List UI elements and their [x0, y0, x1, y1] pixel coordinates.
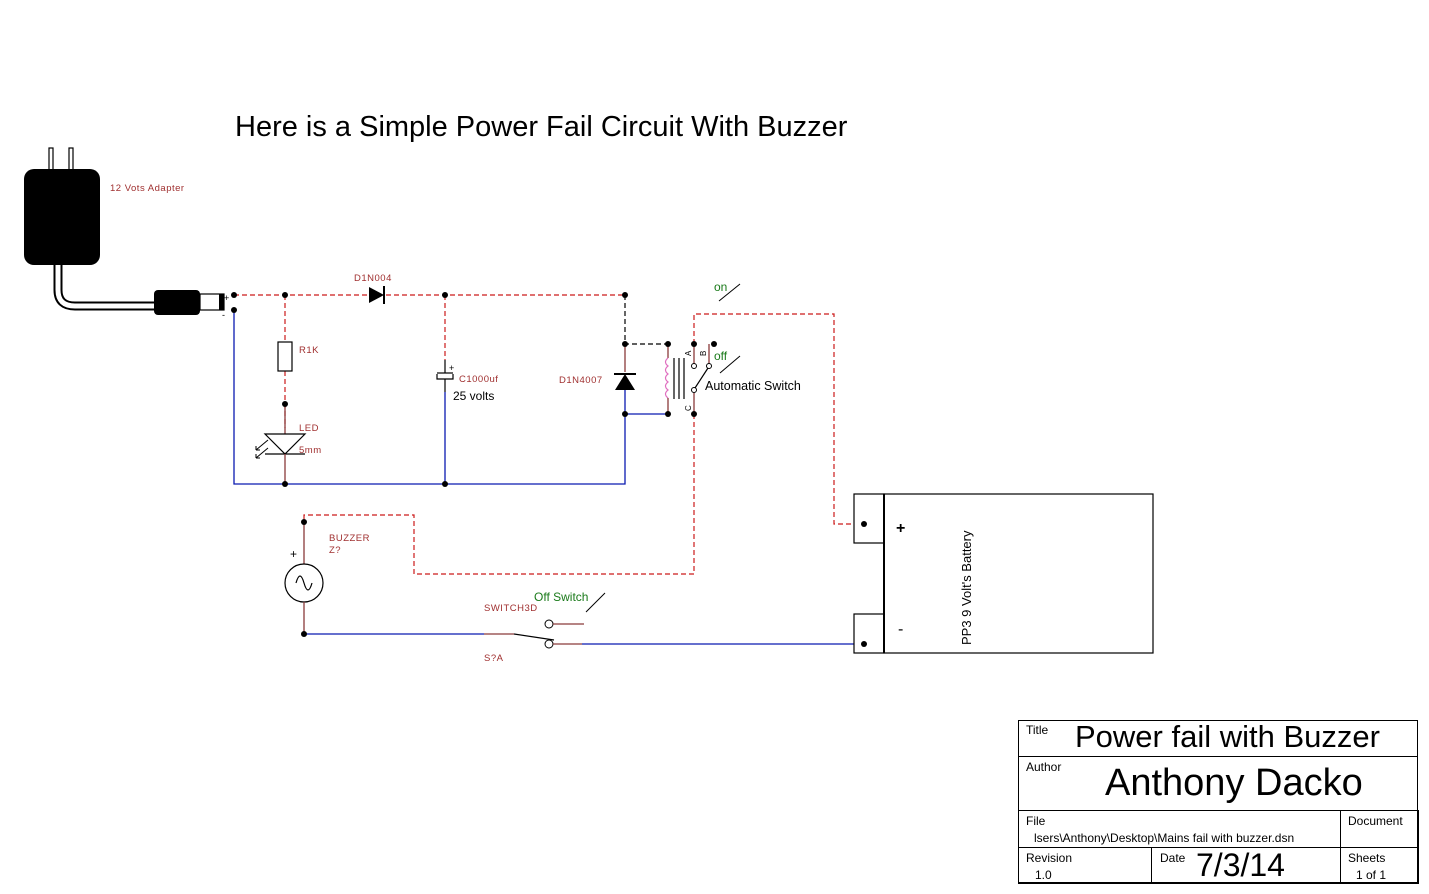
- resistor-r1k: [277, 341, 293, 372]
- capacitor-c1000uf: [436, 360, 454, 392]
- diode-d1n4007: [614, 373, 636, 390]
- relay-pin-b: B: [699, 351, 708, 356]
- author-row: Author Anthony Dacko: [1018, 756, 1418, 811]
- capacitor-label: C1000uf: [459, 374, 498, 385]
- battery-plus-label: +: [896, 520, 905, 537]
- title-row: Title Power fail with Buzzer: [1018, 719, 1418, 757]
- revision-value: 1.0: [1035, 868, 1052, 882]
- relay: [664, 344, 712, 414]
- file-caption: File: [1026, 814, 1046, 828]
- buzzer-label: BUZZER: [329, 533, 370, 544]
- title-caption: Title: [1026, 723, 1049, 737]
- relay-pin-a: A: [684, 350, 693, 356]
- date-caption: Date: [1160, 851, 1186, 865]
- relay-on-label: on: [714, 280, 727, 294]
- buzzer-ref-label: Z?: [329, 545, 341, 556]
- diode1-label: D1N004: [354, 273, 392, 284]
- adapter-label: 12 Vots Adapter: [110, 183, 185, 194]
- adapter-cable: [55, 265, 155, 309]
- capacitor-plus-label: +: [449, 363, 454, 373]
- switch-ref-label: S?A: [484, 653, 504, 664]
- battery-positive-wire: [693, 313, 864, 525]
- author-caption: Author: [1026, 760, 1062, 774]
- adapter-body: [24, 169, 100, 265]
- switch-label: SWITCH3D: [484, 603, 538, 614]
- negative-wire: [233, 310, 668, 485]
- document-caption: Document: [1348, 814, 1403, 828]
- adapter-minus-label: -: [222, 310, 225, 320]
- revision-caption: Revision: [1026, 851, 1073, 865]
- capacitor-voltage-label: 25 volts: [453, 389, 494, 403]
- revision-cell: Revision 1.0: [1018, 847, 1152, 884]
- adapter-prong-right: [68, 147, 74, 171]
- diode-d1n004: [369, 286, 385, 304]
- adapter-prong-left: [48, 147, 54, 171]
- file-cell: File lsers\Anthony\Desktop\Mains fail wi…: [1018, 810, 1341, 848]
- resistor-label: R1K: [299, 345, 319, 356]
- document-cell: Document: [1340, 810, 1419, 848]
- power-adapter: [24, 147, 225, 315]
- diode2-label: D1N4007: [559, 375, 603, 386]
- title-block: Title Power fail with Buzzer Author Anth…: [1018, 719, 1419, 884]
- led: [255, 433, 307, 459]
- buzzer: [284, 563, 324, 603]
- relay-contact-arm: [694, 367, 709, 389]
- sheets-value: 1 of 1: [1356, 868, 1387, 882]
- title-value: Power fail with Buzzer: [1075, 719, 1380, 754]
- switch-caption: Off Switch: [534, 590, 588, 604]
- led-label: LED: [299, 423, 319, 434]
- relay-off-label: off: [714, 349, 728, 363]
- led-light-arrows-icon: [255, 439, 269, 459]
- battery-pp3: [853, 493, 1154, 654]
- battery-negative-terminal: [853, 613, 885, 654]
- sheets-caption: Sheets: [1348, 851, 1386, 865]
- battery-label: PP3 9 Volt's Battery: [959, 530, 974, 645]
- battery-positive-terminal: [853, 493, 885, 544]
- sheets-cell: Sheets 1 of 1: [1340, 847, 1419, 884]
- relay-coil: [664, 357, 669, 399]
- author-value: Anthony Dacko: [1105, 762, 1363, 804]
- buzzer-plus-label: +: [290, 547, 297, 561]
- relay-pin-c: C: [684, 405, 693, 411]
- battery-minus-label: -: [898, 621, 903, 638]
- date-value: 7/3/14: [1196, 847, 1285, 883]
- relay-label: Automatic Switch: [705, 379, 801, 393]
- ac-wave-icon: [295, 575, 313, 591]
- led-size-label: 5mm: [299, 445, 322, 456]
- switch-lever: [513, 633, 555, 641]
- diagram-heading: Here is a Simple Power Fail Circuit With…: [235, 111, 848, 143]
- off-switch: [544, 619, 584, 649]
- buzzer-wire: [303, 414, 695, 575]
- file-value: lsers\Anthony\Desktop\Mains fail with bu…: [1034, 831, 1295, 845]
- adapter-plus-label: +: [224, 293, 229, 303]
- dc-plug: [154, 290, 200, 315]
- date-cell: Date 7/3/14: [1151, 847, 1341, 884]
- junction-dots: [231, 292, 867, 647]
